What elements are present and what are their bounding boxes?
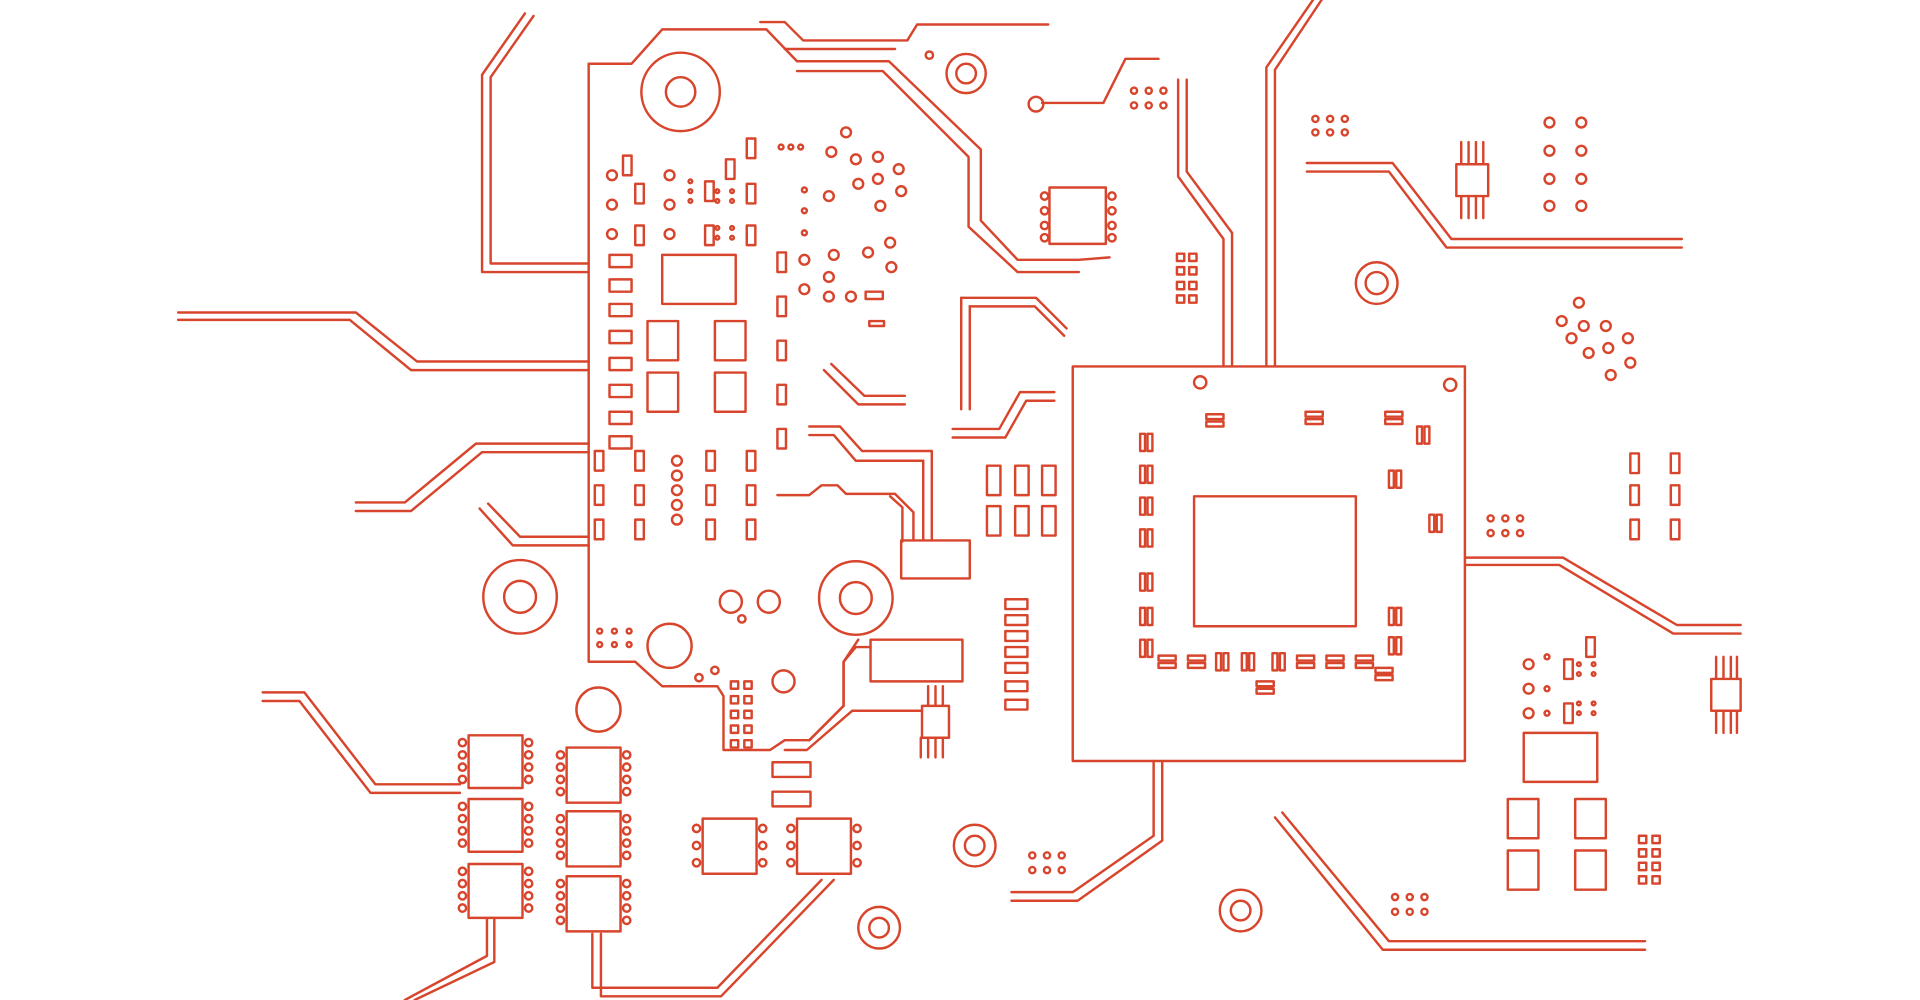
small-resistors: [1562, 452, 1681, 725]
ic-package: [1522, 731, 1599, 784]
dot-grid: [1028, 86, 1597, 917]
square-pad: [1506, 797, 1608, 891]
connector-block: [899, 539, 972, 580]
square-pad: [713, 319, 747, 362]
trace: [888, 495, 904, 543]
square-pad: [713, 371, 747, 413]
square-pad: [646, 319, 680, 362]
cpu-corner-mark: [1192, 375, 1208, 390]
pin-header: [919, 685, 951, 759]
cpu-package: [1071, 365, 1467, 763]
pin-header: [1710, 655, 1742, 735]
trace: [808, 425, 934, 542]
pin-header: [1455, 140, 1490, 220]
pad-array: [1175, 252, 1661, 885]
via-holes: [605, 126, 908, 694]
left-board-outline: [587, 28, 1111, 274]
cpu-die: [1192, 495, 1358, 628]
small-pad: [771, 761, 812, 779]
pad-stack: [1004, 598, 1029, 711]
memory-chips: [467, 186, 1108, 933]
cpu-corner-mark: [1442, 377, 1458, 393]
trace: [808, 433, 925, 542]
chip-pins: [457, 191, 1117, 926]
circuit-traces: [176, 0, 1742, 1000]
ic-package: [660, 253, 737, 306]
small-resistors: [593, 137, 886, 541]
via-holes: [1522, 116, 1637, 720]
resistor-column: [608, 253, 633, 450]
mounting-hole: [482, 50, 1399, 950]
cpu-pad-ring: [1138, 410, 1443, 695]
connector-block: [869, 638, 964, 683]
square-pad: [646, 371, 680, 413]
pad-array: [729, 680, 753, 749]
capacitor-array: [985, 464, 1057, 537]
small-pad: [771, 790, 812, 808]
dot-grid: [596, 178, 736, 649]
trace: [776, 484, 915, 542]
